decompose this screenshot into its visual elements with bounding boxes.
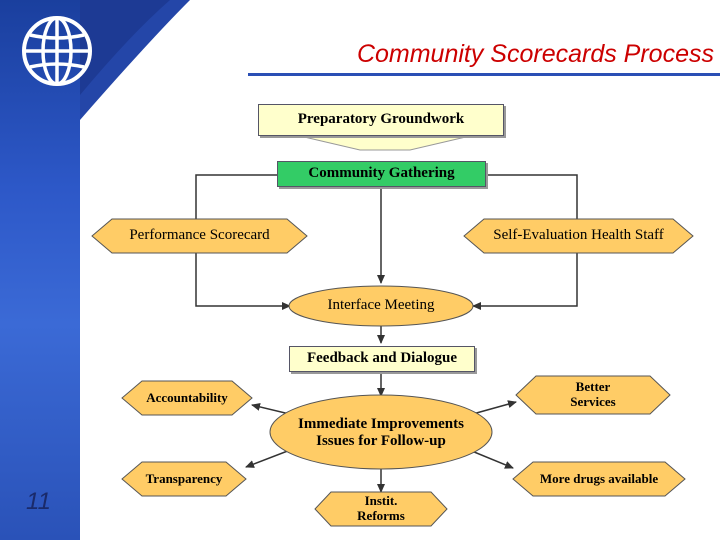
feedback-dialogue-label: Feedback and Dialogue <box>306 350 457 367</box>
interface-meeting-shape <box>288 285 474 327</box>
better-services-text: Better Services <box>516 377 670 413</box>
community-gathering-box: Community Gathering <box>277 161 486 187</box>
globe-logo-icon <box>22 16 92 86</box>
preparatory-groundwork-label: Preparatory Groundwork <box>297 111 465 128</box>
improvements-text: Immediate Improvements Issues for Follow… <box>270 413 492 453</box>
interface-meeting-label: Interface Meeting <box>327 297 435 314</box>
better-services-label-line1: Better <box>575 379 611 395</box>
improvements-label-line2: Issues for Follow-up <box>316 433 446 449</box>
instit-reforms-label-line1: Instit. <box>364 493 398 509</box>
transparency-text: Transparency <box>122 462 246 496</box>
connector-gathering-to-selfeval <box>486 174 578 219</box>
accountability-shape <box>121 380 253 416</box>
improvements-label-line1: Immediate Improvements <box>298 415 464 432</box>
improvements-shape <box>269 394 493 470</box>
connector-scorecard-to-interface <box>195 253 291 310</box>
brand-sidebar <box>0 0 80 540</box>
self-evaluation-shape <box>463 218 694 254</box>
performance-scorecard-text: Performance Scorecard <box>92 219 307 253</box>
feedback-dialogue-box: Feedback and Dialogue <box>289 346 475 372</box>
instit-reforms-label-line2: Reforms <box>357 508 405 523</box>
transparency-label: Transparency <box>145 470 223 486</box>
connector-selfeval-to-interface <box>472 253 578 310</box>
block-arrow-down <box>299 135 471 151</box>
accountability-label: Accountability <box>146 389 228 405</box>
better-services-label-line2: Services <box>570 394 616 409</box>
header-swoosh <box>80 0 190 120</box>
accountability-text: Accountability <box>122 381 252 415</box>
self-evaluation-text: Self-Evaluation Health Staff <box>464 219 693 253</box>
performance-scorecard-shape <box>91 218 308 254</box>
more-drugs-shape <box>512 461 686 497</box>
instit-reforms-text: Instit. Reforms <box>315 492 447 526</box>
community-gathering-label: Community Gathering <box>308 165 455 182</box>
self-evaluation-label: Self-Evaluation Health Staff <box>493 227 664 244</box>
slide-title: Community Scorecards Process <box>356 40 714 68</box>
page-number: 11 <box>26 488 51 515</box>
preparatory-groundwork-box: Preparatory Groundwork <box>258 104 504 136</box>
transparency-shape <box>121 461 247 497</box>
better-services-shape <box>515 375 671 415</box>
title-underline <box>248 73 720 76</box>
performance-scorecard-label: Performance Scorecard <box>129 227 270 244</box>
more-drugs-label: More drugs available <box>539 470 659 486</box>
more-drugs-text: More drugs available <box>513 462 685 496</box>
instit-reforms-shape <box>314 491 448 527</box>
interface-meeting-text: Interface Meeting <box>289 292 473 320</box>
connector-gathering-to-scorecard <box>195 174 277 219</box>
